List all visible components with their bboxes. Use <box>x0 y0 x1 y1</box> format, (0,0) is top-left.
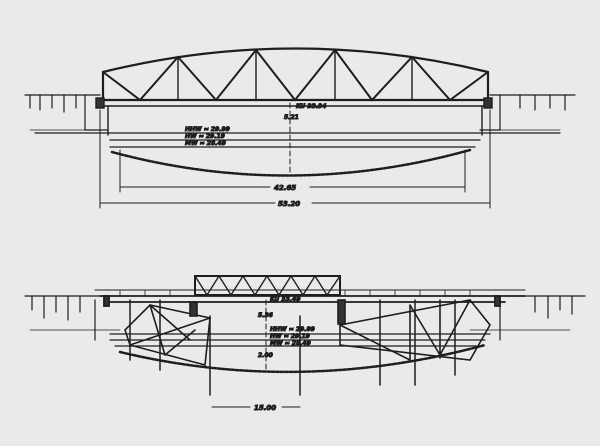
water-lines-lower <box>109 333 491 347</box>
water-level-hhw-upper: HHW ≈ 29.99 <box>185 126 230 133</box>
water-level-hw-upper: HW ≈ 29.19 <box>185 133 225 140</box>
riverbed-lower <box>118 343 487 374</box>
riverbed-upper <box>110 148 472 177</box>
water-level-hhw-lower: HHW ≈ 29.99 <box>270 326 315 333</box>
truss-lower <box>194 274 341 297</box>
falsework-left <box>124 301 211 367</box>
clearance-upper: 5.21 <box>284 114 299 121</box>
piles-lower <box>129 299 456 396</box>
water-level-hw-lower: HW ≈ 29.19 <box>270 333 310 340</box>
falsework-right <box>337 299 491 361</box>
lower-elevation: KU 33.49 5.36 HHW ≈ 29.99 HW ≈ 29.19 MW … <box>24 274 586 413</box>
upper-elevation: KU 33.34 5.21 HHW ≈ 29.99 HW ≈ 29.19 MW … <box>24 47 576 209</box>
span-outer: 53.20 <box>278 200 300 208</box>
water-level-mw-lower: MW ≈ 28.49 <box>270 340 311 347</box>
dimension-lines-upper <box>99 109 491 209</box>
ground-lower <box>24 295 586 341</box>
soffit-label-lower: KU 33.49 <box>270 296 300 303</box>
clearance-lower: 5.36 <box>258 312 273 319</box>
abutments-upper <box>95 97 493 136</box>
opening-dimension: 15.00 <box>254 404 276 412</box>
truss-upper <box>98 47 492 107</box>
depth-label-lower: 2.00 <box>258 352 273 359</box>
water-level-mw-upper: MW ≈ 28.49 <box>185 140 226 147</box>
soffit-label-upper: KU 33.34 <box>296 103 326 110</box>
railings-lower <box>119 289 471 297</box>
ground-left <box>24 94 109 131</box>
span-inner: 42.65 <box>274 184 296 192</box>
ground-right <box>479 94 576 131</box>
water-lines-upper <box>34 132 561 148</box>
